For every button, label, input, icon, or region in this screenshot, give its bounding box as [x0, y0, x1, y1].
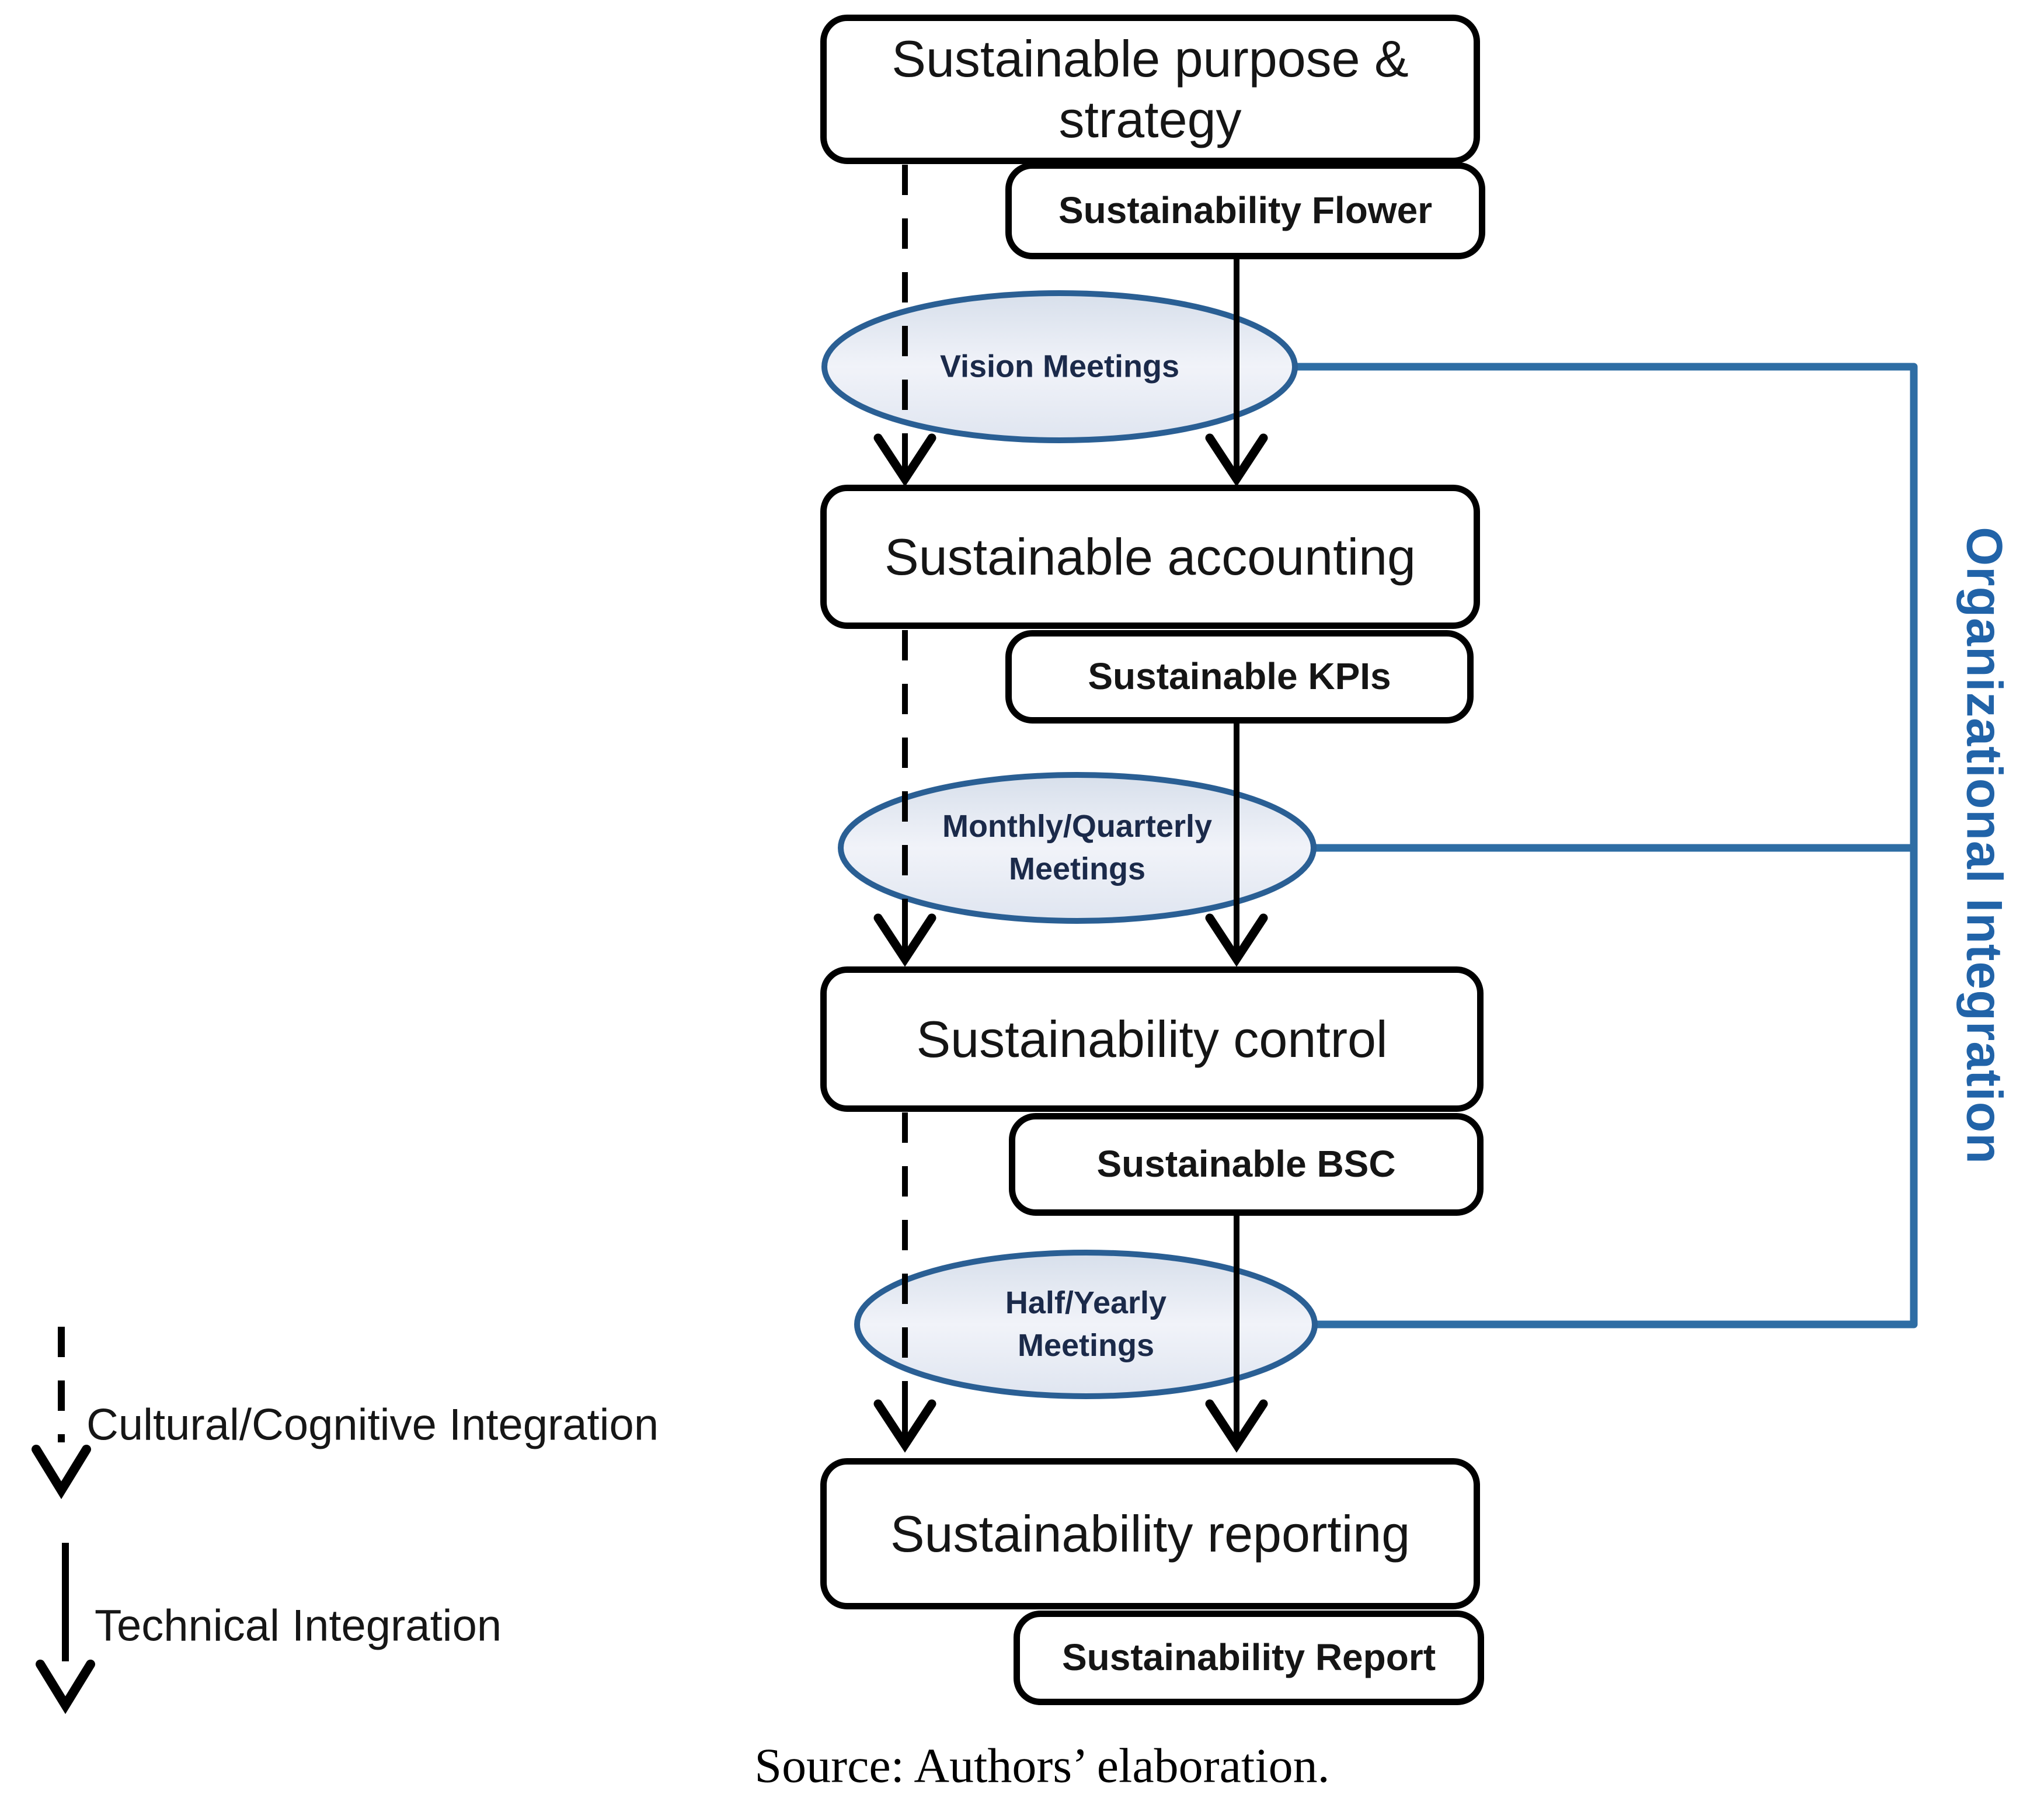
- legend-dashed-arrowhead-icon: [32, 1445, 91, 1500]
- node-sustainable-purpose-strategy: Sustainable purpose & strategy: [820, 15, 1480, 164]
- meeting-label-line2: Meetings: [1008, 851, 1146, 886]
- source-caption: Source: Authors’ elaboration.: [754, 1738, 1330, 1793]
- node-sustainable-bsc: Sustainable BSC: [1009, 1113, 1484, 1216]
- node-sustainability-report: Sustainability Report: [1014, 1611, 1484, 1705]
- node-sustainability-flower: Sustainability Flower: [1005, 162, 1485, 259]
- legend-solid-arrowhead-icon: [36, 1660, 95, 1714]
- monthly-quarterly-meetings-label: Monthly/Quarterly Meetings: [902, 805, 1252, 891]
- node-sustainability-control: Sustainability control: [820, 966, 1484, 1112]
- solid-arrowhead-icon: [1205, 913, 1268, 967]
- half-yearly-meetings-ellipse: [854, 1250, 1318, 1399]
- vision-meetings-label: Vision Meetings: [939, 349, 1180, 384]
- legend-cultural-cognitive-label: Cultural/Cognitive Integration: [86, 1400, 659, 1450]
- dashed-arrowhead-icon: [873, 433, 936, 487]
- solid-arrowhead-icon: [1205, 1399, 1268, 1453]
- dashed-arrowhead-icon: [873, 1399, 936, 1453]
- meeting-label-line1: Monthly/Quarterly: [942, 809, 1213, 844]
- dashed-arrowhead-icon: [873, 913, 936, 967]
- node-sustainable-kpis: Sustainable KPIs: [1005, 630, 1474, 724]
- legend-technical-label: Technical Integration: [95, 1601, 502, 1651]
- solid-arrowhead-icon: [1205, 433, 1268, 487]
- vision-meetings-ellipse: [821, 290, 1298, 443]
- organizational-integration-label: Organizational Integration: [1956, 527, 2012, 1164]
- half-yearly-meetings-label: Half/Yearly Meetings: [911, 1282, 1261, 1367]
- node-sustainability-reporting: Sustainability reporting: [820, 1458, 1480, 1609]
- meeting-label-line1: Half/Yearly: [1005, 1285, 1167, 1321]
- monthly-quarterly-meetings-ellipse: [838, 772, 1317, 924]
- meeting-label-line2: Meetings: [1017, 1328, 1155, 1363]
- node-sustainable-accounting: Sustainable accounting: [820, 485, 1480, 629]
